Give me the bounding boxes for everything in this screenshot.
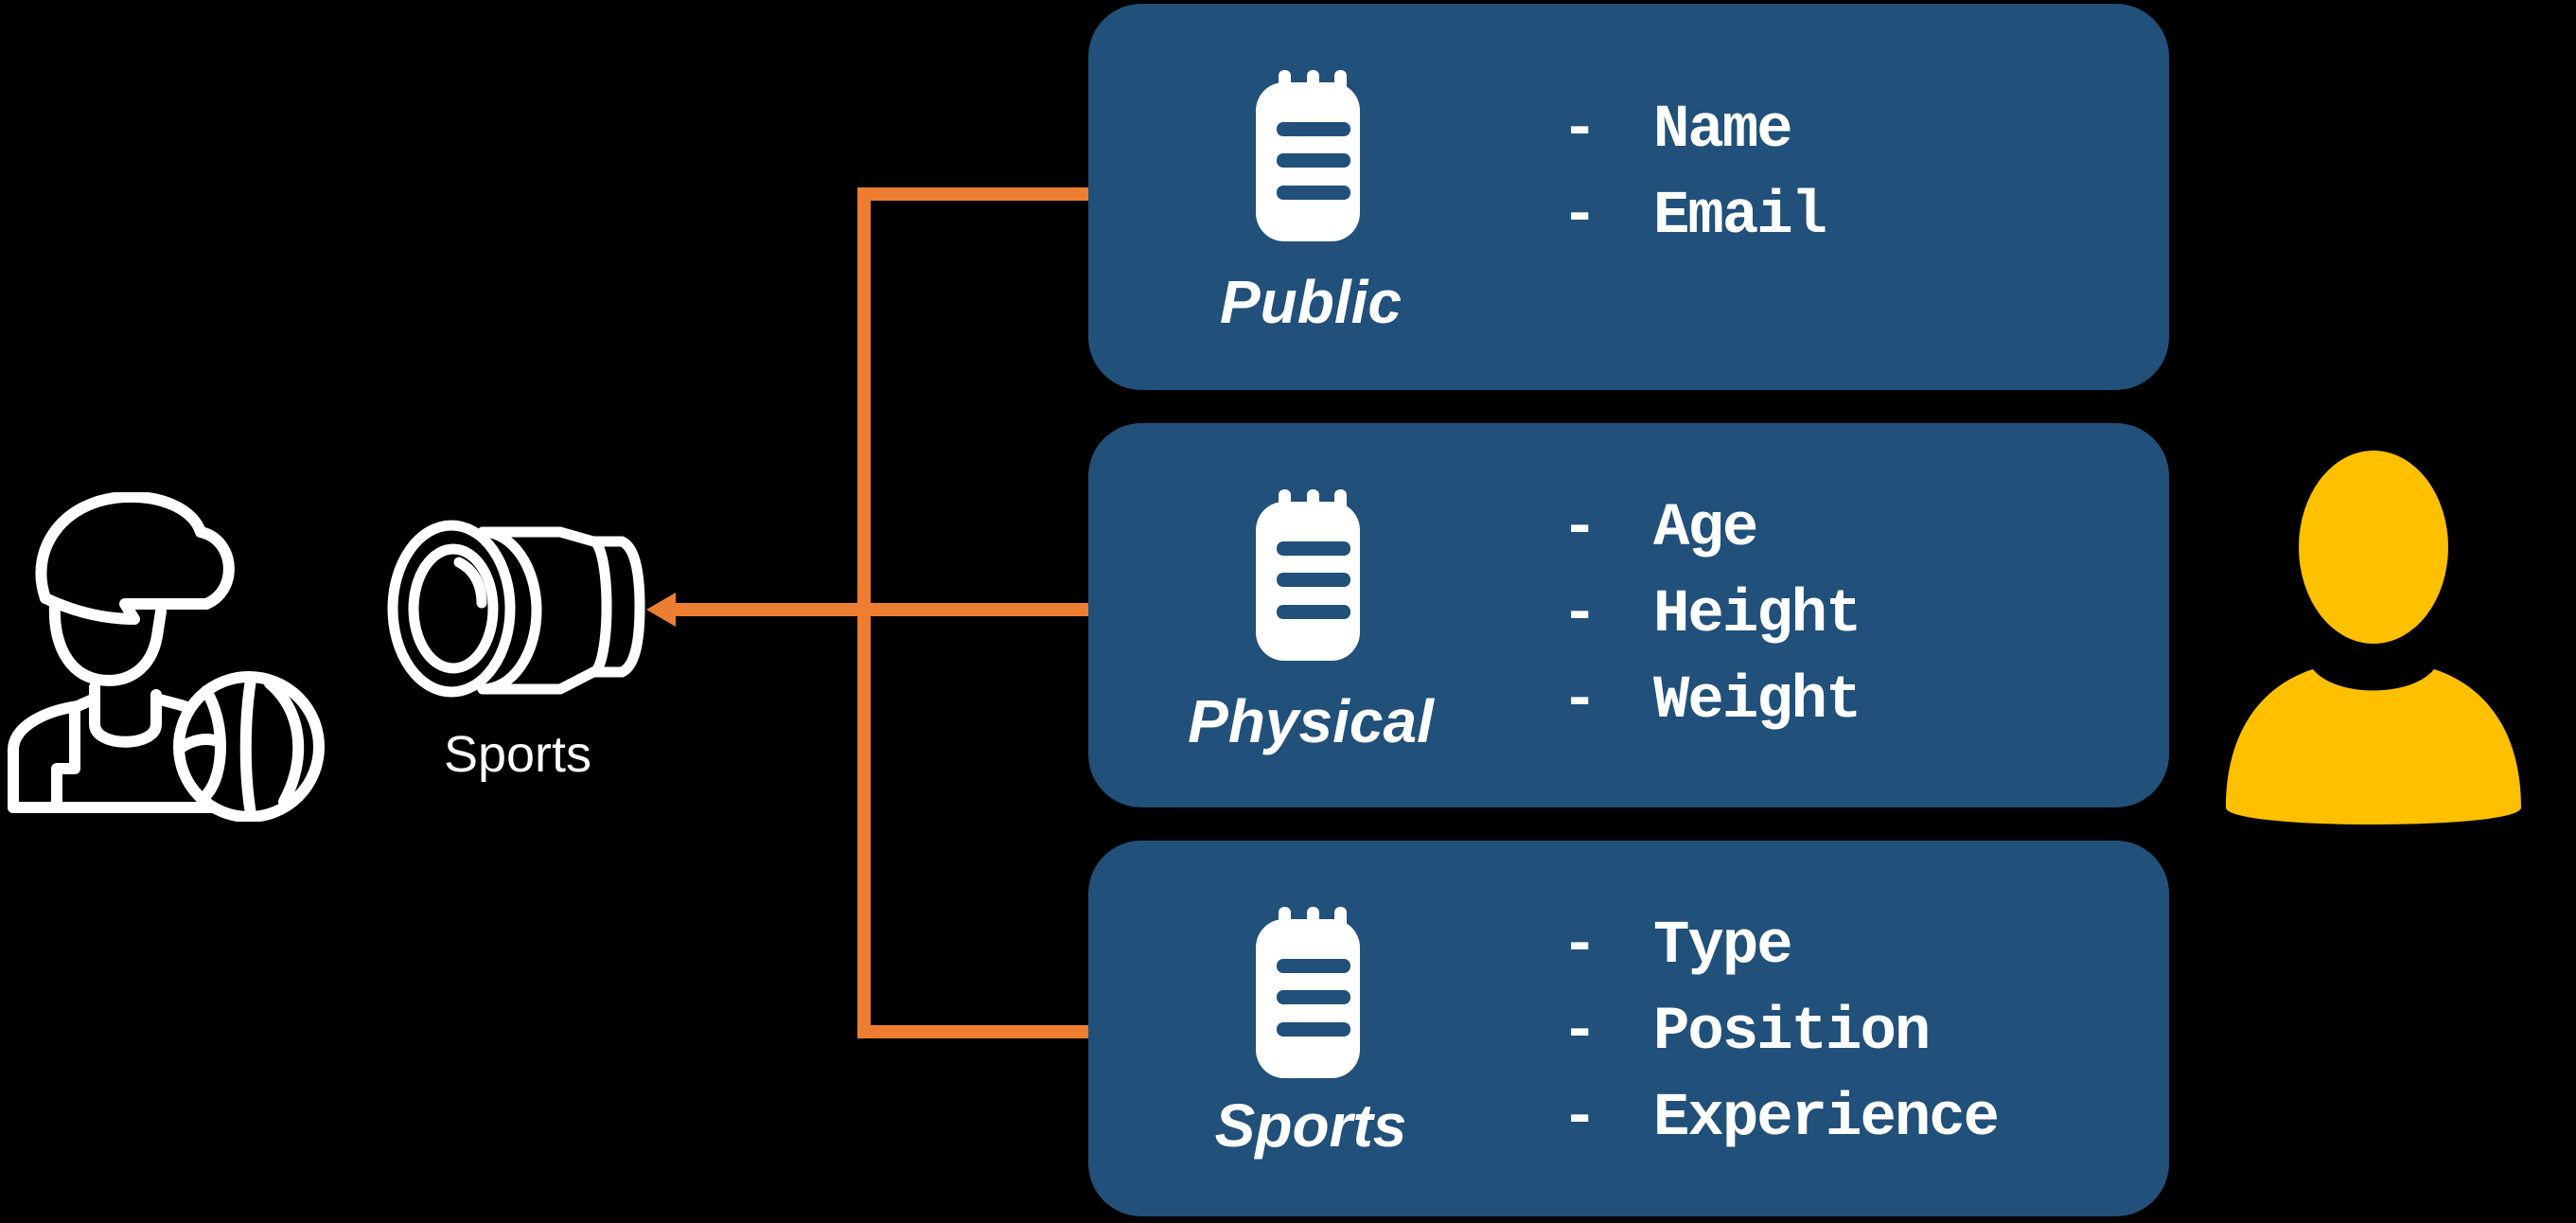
bullet-dash: - <box>1561 912 1597 981</box>
list-item: -Type <box>1561 903 1998 989</box>
bullet-dash: - <box>1561 1084 1597 1153</box>
list-item-text: Position <box>1653 998 1931 1067</box>
card-label: Physical <box>1188 687 1434 755</box>
notepad-icon <box>1256 489 1360 661</box>
person-icon <box>2226 451 2521 824</box>
list-item: -Height <box>1561 572 1861 658</box>
list-item-text: Name <box>1653 96 1793 165</box>
camera-lens-icon <box>387 520 645 698</box>
card-physical: Physical -Age -Height -Weight <box>1088 423 2169 807</box>
card-public: Public -Name -Email <box>1088 4 2169 390</box>
list-item-text: Age <box>1653 494 1758 563</box>
bullet-dash: - <box>1561 182 1597 251</box>
bullet-dash: - <box>1561 494 1597 563</box>
bullet-dash: - <box>1561 666 1597 736</box>
list-item-text: Email <box>1653 182 1827 251</box>
card-list: -Name -Email <box>1561 87 1827 259</box>
card-label: Sports <box>1214 1091 1407 1160</box>
notepad-icon <box>1256 70 1360 241</box>
card-list: -Type -Position -Experience <box>1561 903 2000 1161</box>
bullet-dash: - <box>1561 96 1597 165</box>
list-item: -Age <box>1561 486 1860 572</box>
card-label: Public <box>1219 268 1403 336</box>
list-item: -Position <box>1561 989 1998 1075</box>
list-item-text: Type <box>1653 912 1793 981</box>
lens-caption: Sports <box>443 726 592 783</box>
list-item: -Email <box>1561 173 1827 259</box>
list-item-text: Weight <box>1653 666 1861 736</box>
bullet-dash: - <box>1561 998 1597 1067</box>
list-item: -Experience <box>1561 1075 2000 1161</box>
list-item-text: Experience <box>1653 1084 2000 1153</box>
card-list: -Age -Height -Weight <box>1561 486 1861 744</box>
basketball-player-icon <box>8 492 325 822</box>
notepad-icon <box>1256 907 1360 1078</box>
card-sports: Sports -Type -Position -Experience <box>1088 841 2169 1216</box>
list-item: -Name <box>1561 87 1826 173</box>
bullet-dash: - <box>1561 580 1597 649</box>
list-item: -Weight <box>1561 658 1861 744</box>
list-item-text: Height <box>1653 580 1861 649</box>
